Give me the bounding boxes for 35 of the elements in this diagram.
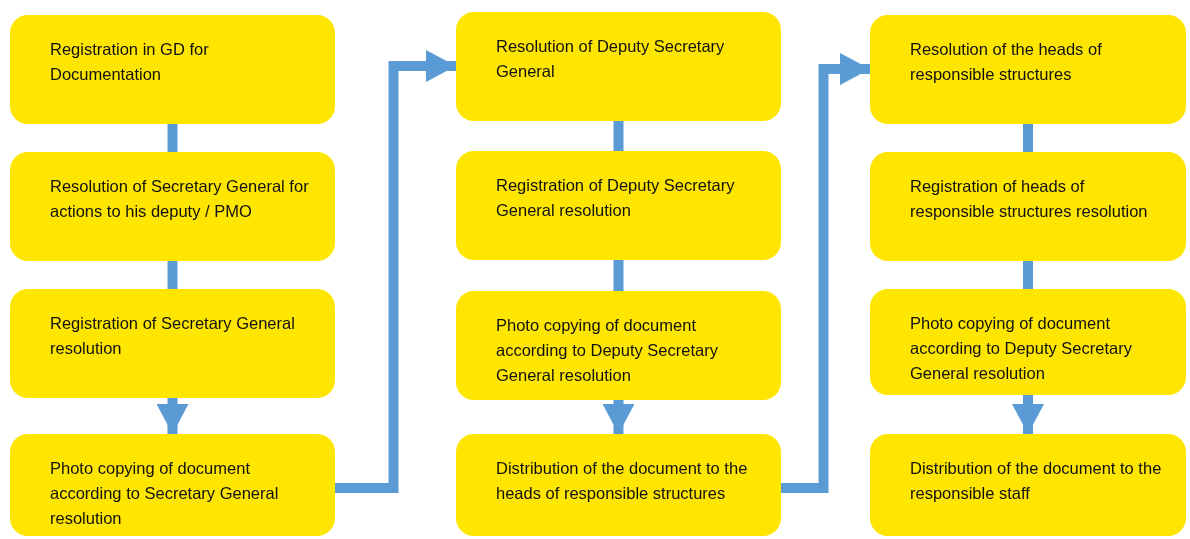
step-text: Resolution of Secretary General for actions to his deputy / PMO [50,176,310,222]
process-box [870,434,1186,536]
connector-line [613,121,624,151]
step-text: Photo copying of document according to Secretary General resolution [50,458,280,529]
step-text: Registration of Secretary General resolution [50,313,296,359]
process-box [456,12,781,121]
process-box [456,291,781,400]
arrow [335,50,456,493]
process-box [456,434,781,536]
connector-line [1023,261,1033,289]
step-text: Resolution of the heads of responsible structures [910,39,1103,85]
connector-line [167,124,178,152]
process-box [870,152,1186,261]
process-box [10,152,335,261]
process-box [10,15,335,124]
process-box [10,289,335,398]
process-box [870,15,1186,124]
arrow [781,53,870,493]
step-text: Resolution of Deputy Secretary General [496,36,726,82]
process-box [10,434,335,536]
step-text: Registration of heads of responsible structures resolution [910,176,1149,222]
arrow [602,400,635,434]
process-box [870,289,1186,395]
connector-line [1023,124,1033,152]
step-text: Distribution of the document to the heads of responsible structures [496,458,749,504]
process-box [456,151,781,260]
connector-line [167,261,178,289]
step-text: Registration of Deputy Secretary General resolution [496,175,736,221]
arrow [1012,395,1044,434]
step-text: Photo copying of document according to Deputy Secretary General resolution [910,313,1133,384]
step-text: Registration in GD for Documentation [50,39,210,85]
step-text: Photo copying of document according to Deputy Secretary General resolution [496,315,719,386]
step-text: Distribution of the document to the responsible staff [910,458,1163,504]
arrow [156,398,189,434]
connector-line [613,260,624,291]
